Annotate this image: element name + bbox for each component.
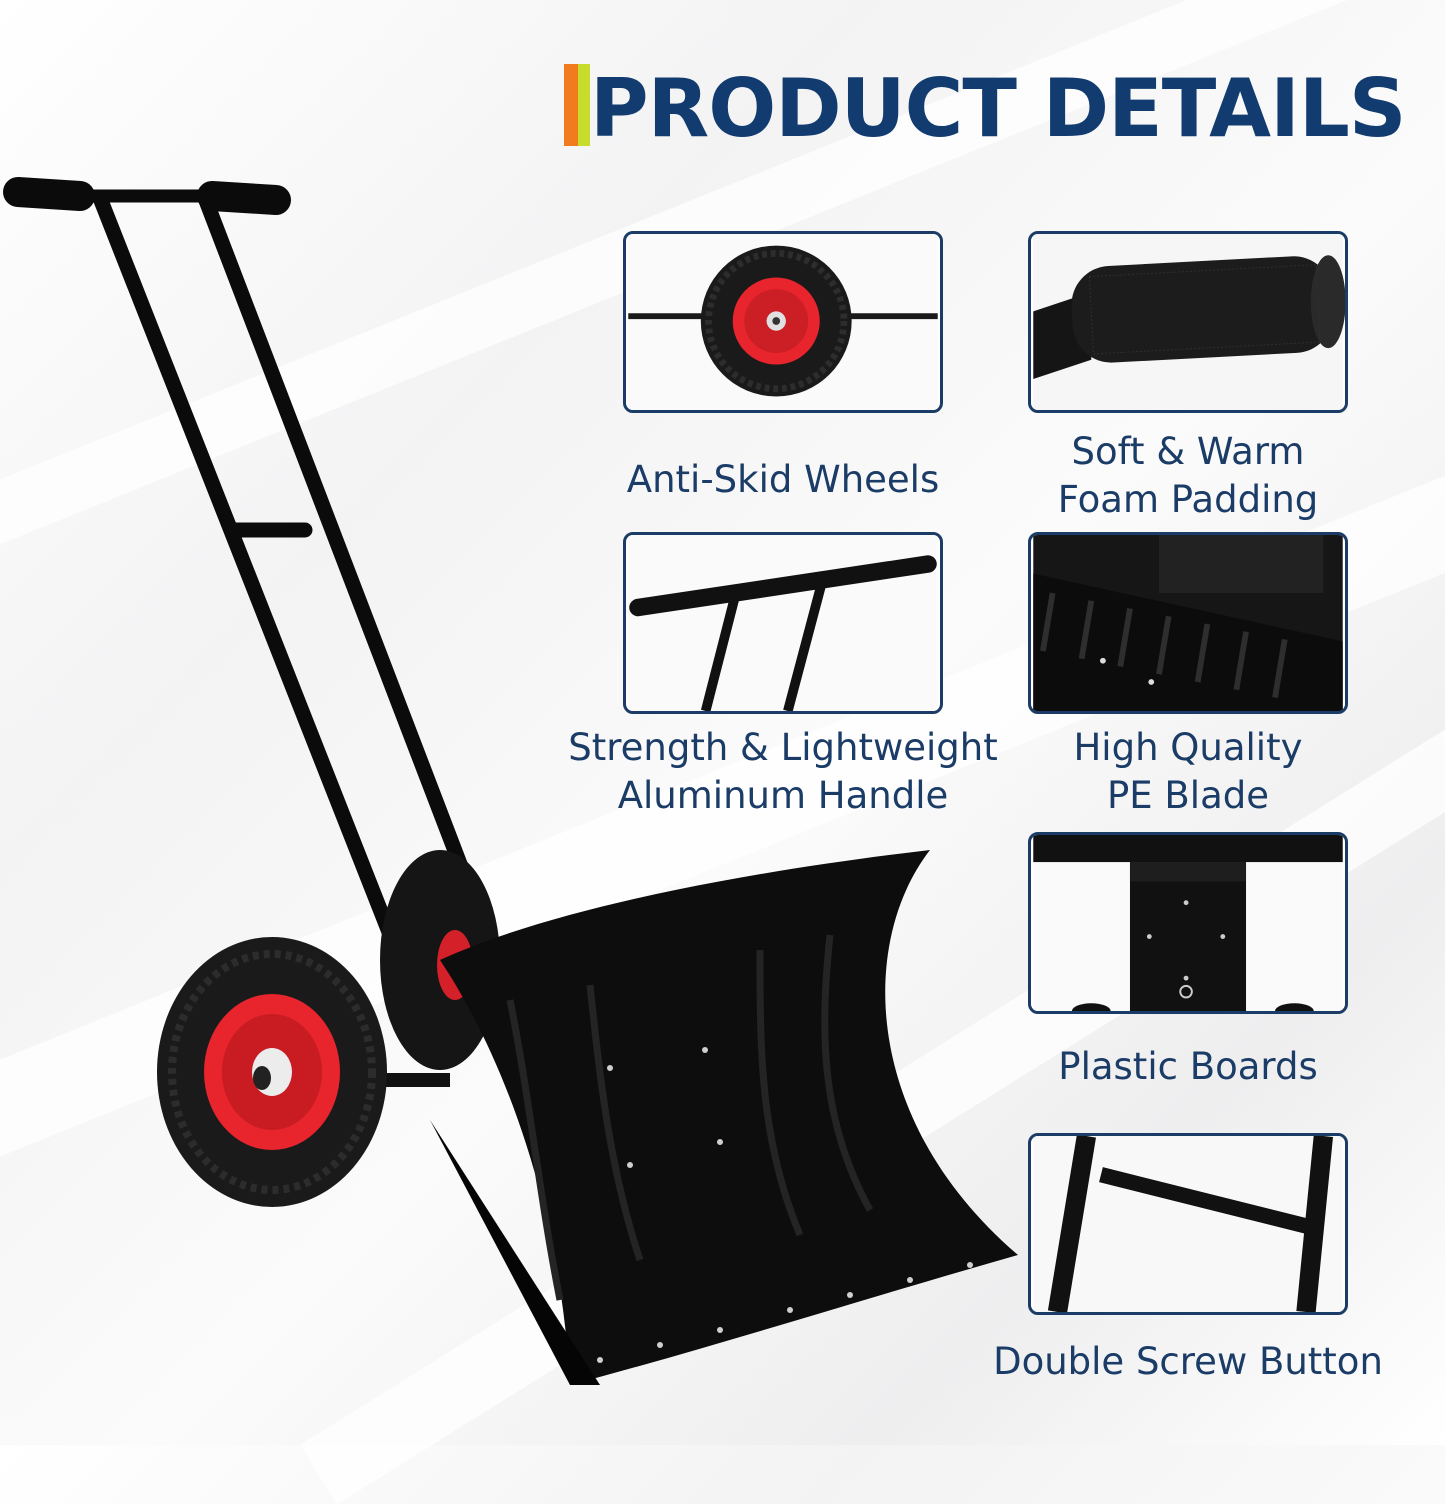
label-line: Plastic Boards [1058, 1045, 1318, 1088]
label-line: PE Blade [1106, 774, 1270, 817]
feature-label-padding: Soft & Warm Foam Padding [1028, 428, 1348, 524]
foam-grip-icon [1033, 234, 1345, 410]
feature-card-blade [1028, 532, 1348, 714]
label-line: High Quality [1073, 726, 1303, 769]
feature-card-wheels [623, 231, 943, 413]
feature-label-boards: Plastic Boards [1028, 1043, 1348, 1091]
t-handle-icon [628, 535, 938, 711]
feature-card-handle [623, 532, 943, 714]
accent-bar-orange [564, 64, 578, 146]
feature-label-handle: Strength & Lightweight Aluminum Handle [563, 724, 1003, 820]
label-line: Aluminum Handle [617, 774, 949, 817]
feature-card-boards [1028, 832, 1348, 1014]
label-line: Anti-Skid Wheels [626, 458, 940, 501]
frame-icon [1033, 1136, 1343, 1312]
wheel-icon [628, 234, 938, 410]
blade-edge-icon [1033, 535, 1343, 711]
feature-label-blade: High Quality PE Blade [1028, 724, 1348, 820]
page-title: PRODUCT DETAILS [590, 62, 1406, 155]
label-line: Double Screw Button [993, 1340, 1383, 1383]
mount-plate-icon [1033, 835, 1343, 1011]
snow-shovel-image [0, 170, 1030, 1430]
feature-label-wheels: Anti-Skid Wheels [623, 456, 943, 504]
feature-card-padding [1028, 231, 1348, 413]
label-line: Strength & Lightweight [568, 726, 998, 769]
feature-label-screw: Double Screw Button [983, 1338, 1393, 1386]
label-line: Soft & Warm [1071, 430, 1305, 473]
accent-bar-green [578, 64, 590, 146]
feature-card-screw [1028, 1133, 1348, 1315]
label-line: Foam Padding [1057, 478, 1319, 521]
